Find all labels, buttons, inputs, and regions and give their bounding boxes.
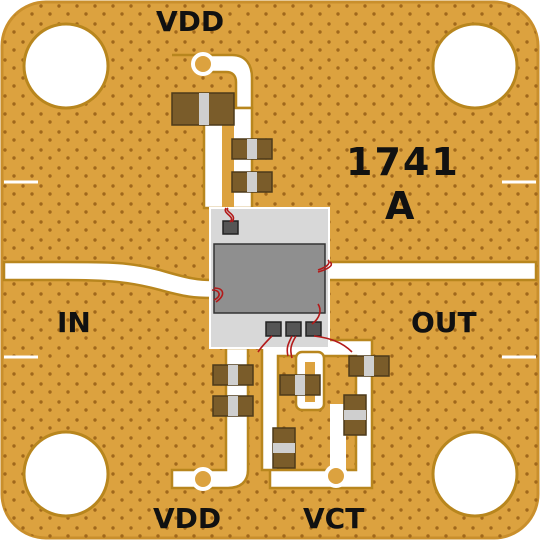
bond-pad-top <box>222 220 239 235</box>
mounting-hole-top-right <box>431 22 519 110</box>
bond-pad-bottom-1 <box>265 321 282 337</box>
capacitor-vct-2 <box>348 355 390 377</box>
mounting-hole-top-left <box>22 22 110 110</box>
capacitor-vct-3 <box>343 394 367 436</box>
vct-label: VCT <box>303 502 365 535</box>
vct-via <box>324 464 348 488</box>
mounting-hole-bottom-right <box>431 430 519 518</box>
vct-trace <box>260 338 374 490</box>
bond-pad-bottom-2 <box>285 321 302 337</box>
capacitor-bottom-1 <box>212 364 254 386</box>
vdd-top-label: VDD <box>156 5 225 38</box>
mounting-hole-bottom-left <box>22 430 110 518</box>
mmic-die <box>213 243 326 314</box>
bond-wires <box>211 207 353 359</box>
edge-ticks <box>4 180 536 359</box>
vdd-top-trace <box>172 53 254 110</box>
part-number-label: 1741 <box>346 140 460 184</box>
revision-label: A <box>385 184 415 228</box>
vdd-top-via <box>191 52 215 76</box>
capacitor-bottom-2 <box>212 395 254 417</box>
rf-output-trace <box>326 260 538 282</box>
vdd-top-feed-inner <box>222 120 234 208</box>
bond-pad-bottom-3 <box>305 321 322 337</box>
input-port-label: IN <box>57 306 91 339</box>
capacitor-top-large <box>171 92 235 126</box>
capacitor-top-1 <box>231 138 273 160</box>
vdd-bottom-via <box>191 467 215 491</box>
capacitor-vct-1 <box>279 374 321 396</box>
capacitor-top-2 <box>231 171 273 193</box>
output-port-label: OUT <box>411 306 477 339</box>
capacitor-vct-4 <box>272 427 296 469</box>
vct-feed <box>330 404 346 474</box>
vdd-bottom-label: VDD <box>153 502 222 535</box>
